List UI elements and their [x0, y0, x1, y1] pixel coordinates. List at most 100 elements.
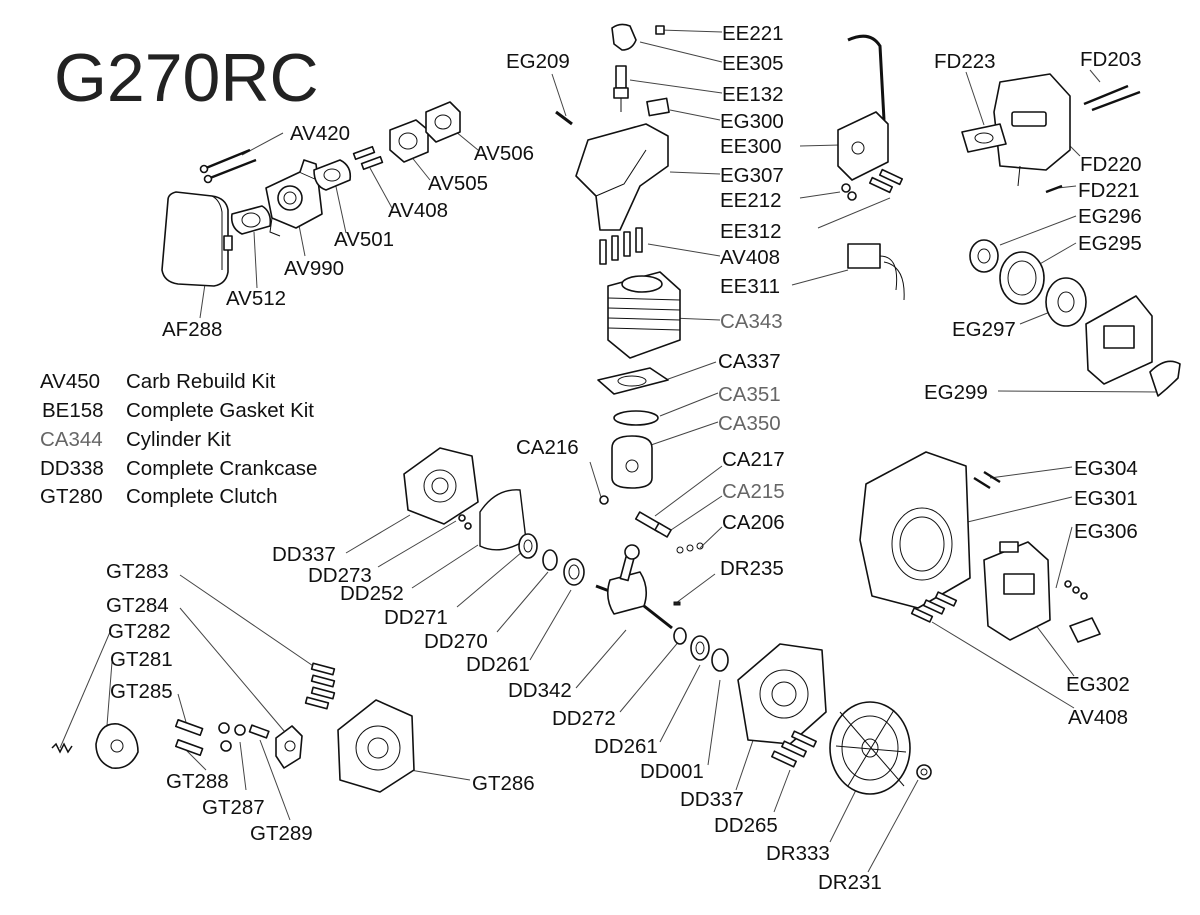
bolts-gt285-drawing: [174, 718, 204, 757]
air-filter-drawing: [161, 191, 233, 287]
pulley-eg297-drawing: [1045, 277, 1087, 327]
callout-eg302: EG302: [1066, 673, 1130, 696]
callout-fd221: FD221: [1078, 179, 1140, 202]
seal-dd271-drawing: [518, 533, 538, 559]
callout-eg299: EG299: [924, 381, 988, 404]
callout-eg300: EG300: [720, 110, 784, 133]
ignition-coil-drawing: [837, 34, 889, 181]
callout-av420: AV420: [290, 122, 350, 145]
kit-row: CA344 Cylinder Kit: [40, 428, 231, 451]
piston-ring-drawing: [613, 410, 659, 426]
callout-dd001: DD001: [640, 760, 704, 783]
handle-eg299-drawing: [1149, 360, 1181, 397]
wrist-pin-drawing: [634, 511, 672, 538]
callout-af288: AF288: [162, 318, 222, 341]
callout-fd203: FD203: [1080, 48, 1142, 71]
flywheel-drawing: [829, 701, 911, 795]
module-ee311-drawing: [847, 243, 905, 301]
screws-eg304-drawing: [973, 470, 1001, 490]
pins-dd273-drawing: [458, 514, 472, 530]
kit-code: GT280: [40, 485, 103, 508]
callout-av990: AV990: [284, 257, 344, 280]
crankshaft-drawing: [595, 544, 673, 630]
pawl-eg296-drawing: [969, 239, 999, 273]
clutch-housing-gt286-drawing: [337, 699, 415, 793]
callout-av408-right: AV408: [1068, 706, 1128, 729]
kit-code: DD338: [40, 457, 104, 480]
seal-dd001-drawing: [711, 648, 729, 672]
callout-ee311: EE311: [720, 275, 780, 298]
callout-dr333: DR333: [766, 842, 830, 865]
kit-row: AV450 Carb Rebuild Kit: [40, 370, 276, 393]
crankcase-left-drawing: [403, 447, 479, 525]
spark-plug-boot-drawing: [611, 23, 665, 51]
callout-eg306: EG306: [1074, 520, 1138, 543]
piston-drawing: [611, 435, 653, 489]
callout-dd252: DD252: [340, 582, 404, 605]
callout-ee312: EE312: [720, 220, 782, 243]
callout-gt282: GT282: [108, 620, 171, 643]
shroud-drawing: [575, 123, 669, 231]
kit-description: Complete Crankcase: [126, 457, 317, 480]
bracket-gt284-drawing: [275, 725, 303, 769]
callout-fd223: FD223: [934, 50, 996, 73]
callout-dd261-right: DD261: [594, 735, 658, 758]
callout-gt288: GT288: [166, 770, 229, 793]
spring-gt282-drawing: [51, 742, 73, 754]
washers-gt288-drawing: [234, 724, 246, 736]
callout-dd261-left: DD261: [466, 653, 530, 676]
kit-code: AV450: [40, 370, 100, 393]
bearing-dd261-left-drawing: [563, 558, 585, 586]
callout-eg296: EG296: [1078, 205, 1142, 228]
callout-labels: EE221 EE305 EE132 EG300 EE300 EG307 EE21…: [106, 22, 1142, 894]
callout-dd271: DD271: [384, 606, 448, 629]
gasket-av501-drawing: [313, 159, 352, 191]
kit-description: Carb Rebuild Kit: [126, 370, 276, 393]
gasket-av506-drawing: [425, 101, 461, 143]
callout-ee305: EE305: [722, 52, 784, 75]
callout-eg295: EG295: [1078, 232, 1142, 255]
callout-eg304: EG304: [1074, 457, 1138, 480]
callout-dd342: DD342: [508, 679, 572, 702]
callout-gt287: GT287: [202, 796, 265, 819]
callout-gt284: GT284: [106, 594, 169, 617]
screws-av408-right-drawing: [910, 591, 958, 623]
callout-dd337-left: DD337: [272, 543, 336, 566]
spring-eg295-drawing: [999, 251, 1045, 305]
switch-eg300-drawing: [646, 97, 670, 117]
callout-gt285: GT285: [110, 680, 173, 703]
kit-list: AV450 Carb Rebuild Kit BE158 Complete Ga…: [40, 370, 317, 508]
kit-row: GT280 Complete Clutch: [40, 485, 278, 508]
kit-row: DD338 Complete Crankcase: [40, 457, 317, 480]
callout-dd270: DD270: [424, 630, 488, 653]
callout-ee221: EE221: [722, 22, 784, 45]
kit-code: BE158: [42, 399, 104, 422]
washers-ee212-drawing: [841, 183, 857, 201]
callout-ee132: EE132: [722, 83, 784, 106]
key-dr235-drawing: [673, 601, 681, 606]
callout-dr235: DR235: [720, 557, 784, 580]
callout-av408-top: AV408: [720, 246, 780, 269]
callout-ee212: EE212: [720, 189, 782, 212]
callout-gt283: GT283: [106, 560, 169, 583]
bolts-fd203-drawing: [1083, 84, 1141, 112]
clips-ca206-drawing: [676, 542, 704, 554]
bolt-gt289-drawing: [248, 724, 270, 739]
callout-av505: AV505: [428, 172, 488, 195]
starter-housing-top-drawing: [1085, 295, 1153, 385]
callout-ca215: CA215: [722, 480, 785, 503]
screws-eg306-drawing: [1064, 580, 1088, 600]
callout-av506: AV506: [474, 142, 534, 165]
screws-av420-drawing: [199, 148, 257, 184]
screws-dd265-drawing: [771, 730, 817, 768]
screw-fd221-drawing: [1045, 184, 1063, 194]
callout-av512: AV512: [226, 287, 286, 310]
spark-plug-drawing: [613, 65, 629, 112]
kit-description: Complete Clutch: [126, 485, 278, 508]
callout-eg209: EG209: [506, 50, 570, 73]
clutch-shoes-gt281-drawing: [95, 723, 139, 769]
base-gasket-drawing: [597, 367, 669, 395]
intake-av505-drawing: [389, 119, 429, 163]
callout-dr231: DR231: [818, 871, 882, 894]
callout-gt286: GT286: [472, 772, 535, 795]
